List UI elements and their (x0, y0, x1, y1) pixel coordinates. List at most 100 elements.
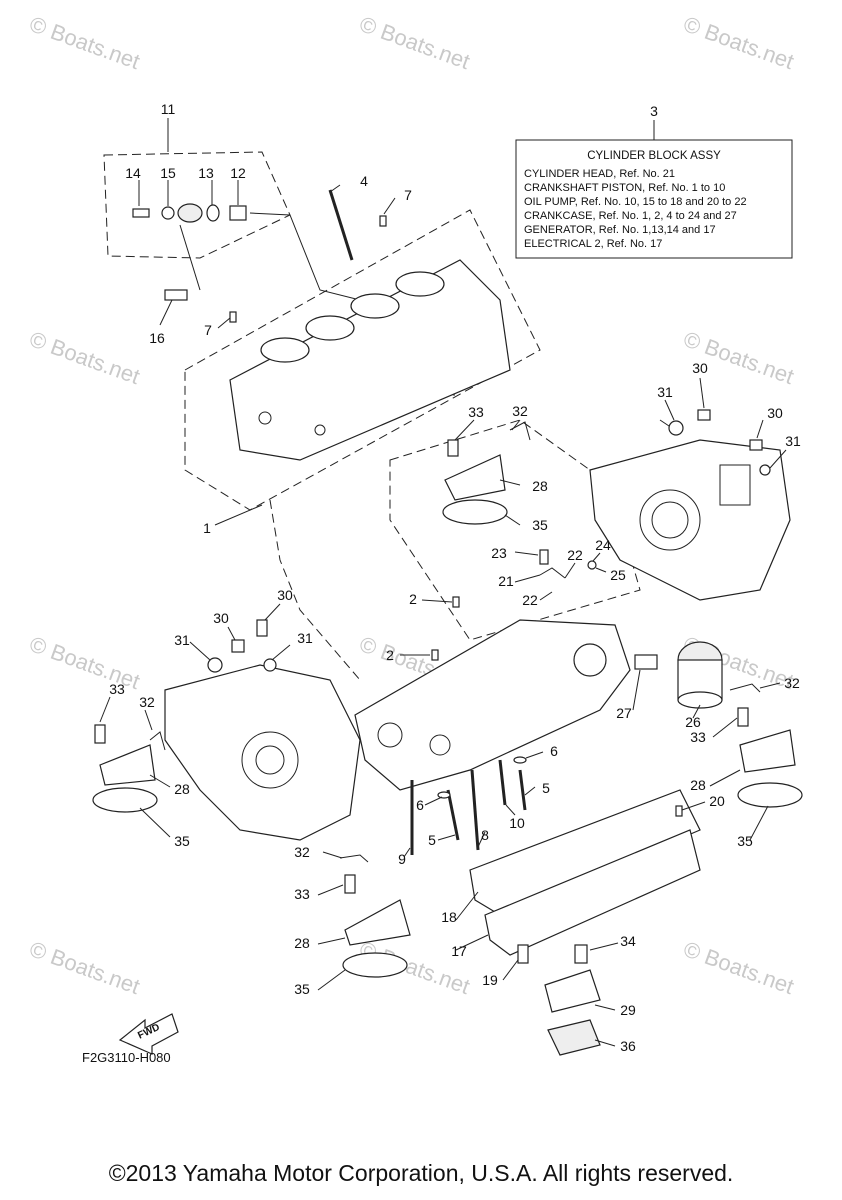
callout-28: 28 (532, 478, 548, 494)
bolt-14 (132, 208, 150, 218)
callout-2: 2 (409, 591, 417, 607)
bolt-5b (518, 769, 527, 811)
crankcase-body (354, 619, 631, 791)
bore-2 (305, 315, 355, 341)
bolt-30d (256, 619, 268, 637)
callout-9: 9 (398, 851, 406, 867)
cover-28b (99, 744, 156, 786)
callout-30: 30 (213, 610, 229, 626)
watermark: © Boats.net (680, 936, 797, 999)
gasket-35c (737, 782, 803, 808)
washer-31b (759, 464, 771, 476)
washer-31 (668, 420, 684, 436)
callout-22: 22 (522, 592, 538, 608)
sender-body (177, 203, 203, 223)
watermark: © Boats.net (26, 631, 143, 694)
bolt-33b (94, 724, 106, 744)
callout-33: 33 (468, 404, 484, 420)
group-1-leader (269, 499, 361, 681)
bracket-29 (544, 969, 601, 1013)
bolt-30c (231, 639, 245, 653)
watermark: © Boats.net (26, 11, 143, 74)
callout-20: 20 (709, 793, 725, 809)
bracket-32c (729, 683, 761, 693)
callout-6: 6 (416, 797, 424, 813)
callout-14: 14 (125, 165, 141, 181)
bolt-23 (539, 549, 549, 565)
stud-4 (328, 189, 354, 261)
dowel-20 (675, 805, 683, 817)
bore-3 (350, 293, 400, 319)
washer-6b (437, 791, 451, 799)
dowel-2b (431, 649, 439, 661)
crankcase (354, 549, 723, 855)
reference-line: GENERATOR, Ref. No. 1,13,14 and 17 (524, 224, 716, 236)
fitting-27 (634, 654, 658, 670)
callout-35: 35 (737, 833, 753, 849)
part-group-11 (132, 203, 361, 301)
callout-31: 31 (785, 433, 801, 449)
callout-33: 33 (294, 886, 310, 902)
ring-24 (587, 560, 597, 570)
cover-28a (444, 454, 506, 501)
callout-28: 28 (294, 935, 310, 951)
bolt-33d (344, 874, 356, 894)
callout-26: 26 (685, 714, 701, 730)
callout-1: 1 (203, 520, 211, 536)
gasket-35b (92, 787, 158, 813)
bracket-29-group (544, 944, 601, 1056)
reference-box: CYLINDER BLOCK ASSY CYLINDER HEAD, Ref. … (515, 120, 793, 259)
callout-13: 13 (198, 165, 214, 181)
cover-right-lower (729, 683, 803, 808)
callout-28: 28 (174, 781, 190, 797)
callout-32: 32 (784, 675, 800, 691)
oil-pan (469, 789, 701, 964)
bolt-5a (446, 789, 460, 841)
copyright-footer: ©2013 Yamaha Motor Corporation, U.S.A. A… (108, 1160, 734, 1186)
oil-filter-mount (573, 643, 607, 677)
pipe-21 (539, 567, 566, 579)
block-body (229, 259, 511, 461)
bolt-33a (447, 439, 459, 457)
reference-line: ELECTRICAL 2, Ref. No. 17 (524, 238, 662, 250)
callout-22: 22 (567, 547, 583, 563)
callout-6: 6 (550, 743, 558, 759)
bore-1 (260, 337, 310, 363)
o-ring-13 (206, 204, 220, 222)
bolt-16 (164, 289, 188, 301)
dowel-7b (229, 311, 237, 323)
cover-28c (739, 729, 796, 773)
plug-12 (229, 205, 247, 221)
cylinder-block-outline (184, 209, 541, 511)
callout-17: 17 (451, 943, 467, 959)
callout-33: 33 (109, 681, 125, 697)
callout-7: 7 (204, 322, 212, 338)
bracket-32a (509, 421, 531, 441)
rear-cover-body (589, 439, 791, 601)
callout-19: 19 (482, 972, 498, 988)
watermark: © Boats.net (680, 11, 797, 74)
reference-line: CRANKSHAFT PISTON, Ref. No. 1 to 10 (524, 182, 725, 194)
callout-34: 34 (620, 933, 636, 949)
fwd-arrow: FWD (118, 1013, 179, 1055)
callout-16: 16 (149, 330, 165, 346)
callout-7: 7 (404, 187, 412, 203)
cylinder-block (229, 189, 511, 461)
callout-12: 12 (230, 165, 246, 181)
callout-27: 27 (616, 705, 632, 721)
callout-5: 5 (542, 780, 550, 796)
front-cover (92, 619, 361, 841)
leader-lines (99, 118, 787, 1047)
callout-29: 29 (620, 1002, 636, 1018)
front-cover-body (164, 664, 361, 841)
reference-box-title: CYLINDER BLOCK ASSY (587, 150, 721, 162)
bolt-30 (697, 409, 711, 421)
callout-8: 8 (481, 827, 489, 843)
oil-pan-17 (484, 829, 701, 956)
gasket-35a (442, 499, 508, 525)
bolt-8 (470, 769, 480, 851)
watermark: © Boats.net (26, 936, 143, 999)
cover-plate-upper (442, 421, 531, 525)
callout-21: 21 (498, 573, 514, 589)
